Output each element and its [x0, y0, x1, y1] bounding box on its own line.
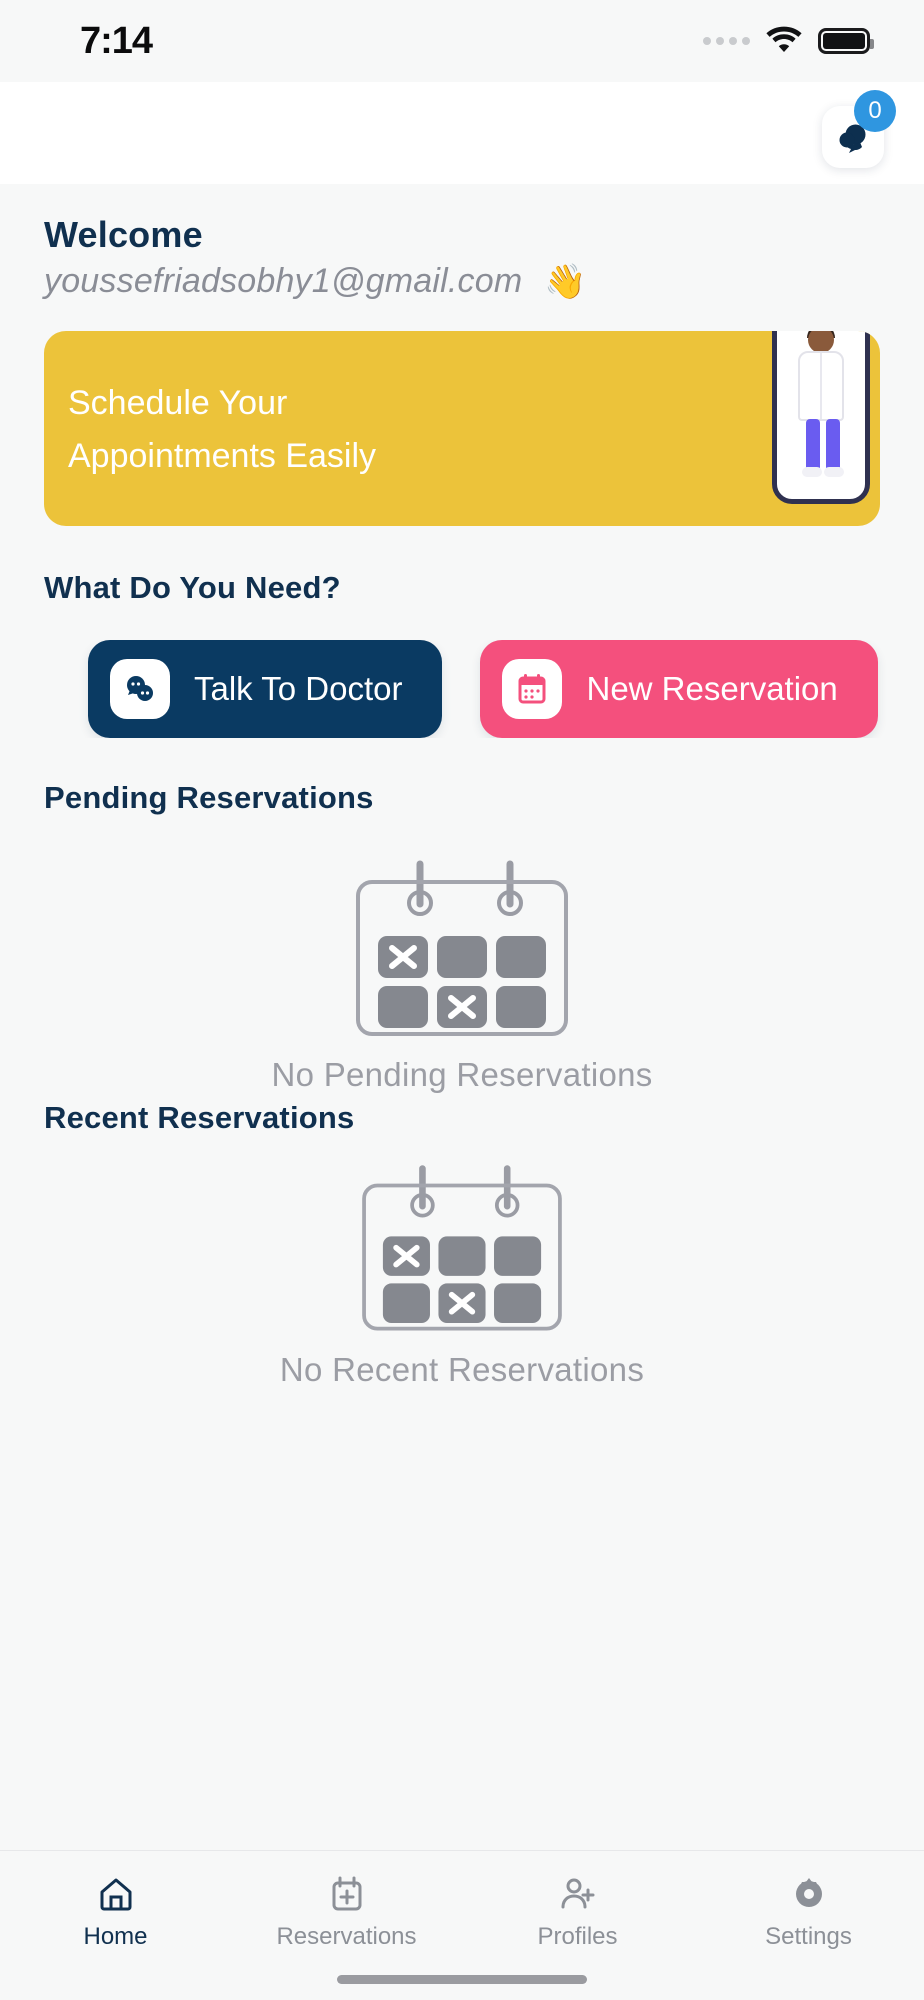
nav-item-reservations[interactable]: Reservations: [231, 1873, 462, 1951]
nav-item-profiles[interactable]: Profiles: [462, 1873, 693, 1951]
new-reservation-button[interactable]: New Reservation: [480, 640, 878, 738]
chat-button[interactable]: 0: [822, 90, 896, 168]
home-icon: [100, 1878, 131, 1911]
pending-section-title: Pending Reservations: [44, 780, 374, 815]
chat-bubbles-icon: [110, 659, 170, 719]
nav-label-home: Home: [83, 1923, 148, 1950]
quick-actions-row[interactable]: Talk To Doctor New Re: [0, 640, 924, 738]
talk-to-doctor-button[interactable]: Talk To Doctor: [88, 640, 443, 738]
status-bar-clock: 7:14: [80, 19, 153, 62]
needs-section-title: What Do You Need?: [44, 570, 341, 605]
nav-item-settings[interactable]: Settings: [693, 1873, 924, 1951]
home-indicator[interactable]: [337, 1975, 587, 1984]
status-bar: 7:14: [0, 0, 924, 82]
nav-label-settings: Settings: [765, 1923, 852, 1950]
nav-label-reservations: Reservations: [276, 1923, 417, 1950]
promo-line-2: Appointments Easily: [68, 436, 377, 475]
calendar-plus-icon: [332, 1876, 361, 1911]
calendar-icon: [502, 659, 563, 719]
nav-label-profiles: Profiles: [537, 1923, 618, 1950]
recent-empty-text: No Recent Reservations: [279, 1351, 645, 1388]
signal-dots-icon: [703, 37, 750, 45]
promo-line-1: Schedule Your: [68, 384, 288, 422]
bottom-navigation: Home Reservations Profiles: [0, 1850, 924, 2000]
battery-full-icon: [818, 28, 874, 54]
chat-bubbles-icon: [839, 124, 866, 153]
recent-section-title: Recent Reservations: [44, 1100, 355, 1135]
welcome-email-row: youssefriadsobhy1@gmail.com 👋: [44, 262, 880, 301]
app-bar: 0: [0, 82, 924, 184]
welcome-title: Welcome: [44, 214, 203, 255]
user-email: youssefriadsobhy1@gmail.com: [44, 262, 523, 300]
welcome-block: Welcome youssefriadsobhy1@gmail.com 👋: [0, 184, 924, 301]
empty-calendar-icon: [349, 1162, 575, 1343]
waving-hand-icon: 👋: [544, 262, 587, 301]
talk-to-doctor-label: Talk To Doctor: [194, 670, 403, 707]
gear-icon: [795, 1878, 822, 1907]
wifi-icon: [766, 25, 802, 58]
new-reservation-label: New Reservation: [586, 670, 838, 707]
promo-banner[interactable]: Schedule Your Appointments Easily: [44, 331, 880, 526]
pending-empty-state: No Pending Reservations: [0, 858, 924, 1094]
people-add-icon: [561, 1878, 594, 1909]
promo-banner-text: Schedule Your Appointments Easily: [68, 377, 376, 482]
doctor-on-phone-illustration: [772, 331, 870, 504]
status-bar-indicators: [703, 25, 874, 58]
pending-empty-text: No Pending Reservations: [271, 1056, 653, 1093]
nav-item-home[interactable]: Home: [0, 1873, 231, 1951]
recent-empty-state: No Recent Reservations: [0, 1162, 924, 1389]
empty-calendar-icon: [342, 858, 582, 1048]
chat-badge: 0: [854, 90, 896, 132]
main-content: Welcome youssefriadsobhy1@gmail.com 👋 Sc…: [0, 184, 924, 1850]
